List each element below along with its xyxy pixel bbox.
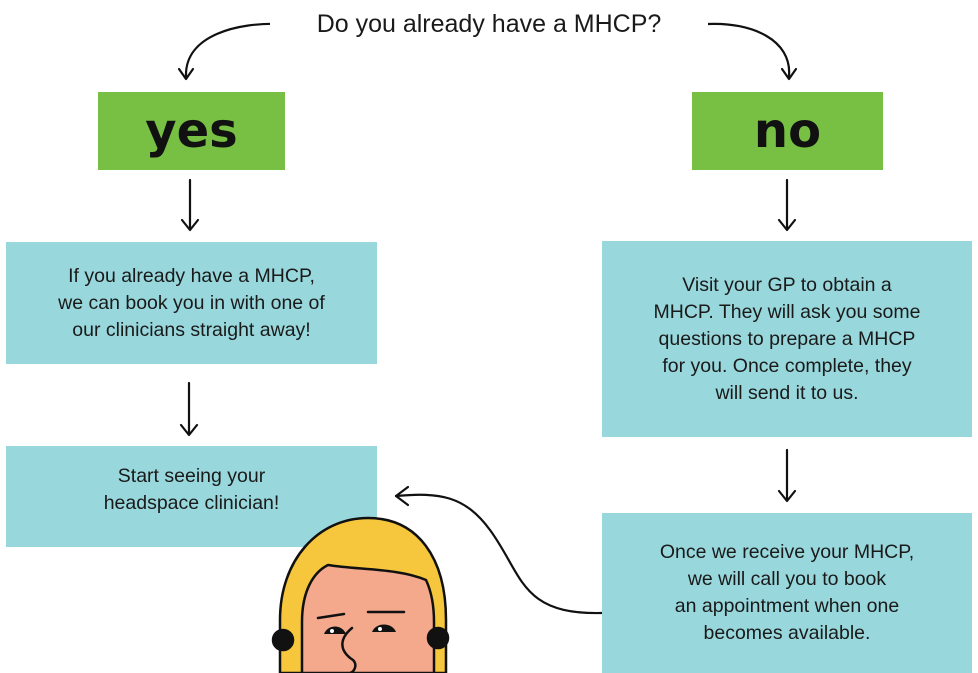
- left-ear: [271, 628, 295, 652]
- answer-yes-box: yes: [98, 92, 285, 170]
- question-label: Do you already have a MHCP?: [270, 6, 708, 42]
- arrowhead-receive-to-start: [394, 485, 410, 507]
- face-skin: [300, 563, 436, 673]
- left-eye: [324, 626, 346, 634]
- text-line: an appointment when one: [674, 595, 900, 617]
- no-info-text: Visit your GP to obtain a MHCP. They wil…: [654, 272, 921, 407]
- answer-no-box: no: [692, 92, 883, 170]
- start-seeing-text: Start seeing your headspace clinician!: [104, 463, 280, 517]
- arrowhead-yes-to-info: [180, 218, 200, 232]
- no-info-box: Visit your GP to obtain a MHCP. They wil…: [602, 241, 972, 437]
- yes-info-text: If you already have a MHCP, we can book …: [58, 263, 325, 344]
- arrow-question-to-no: [706, 22, 791, 78]
- text-line: MHCP. They will ask you some: [653, 300, 921, 323]
- text-line: we will call you to book: [687, 568, 887, 590]
- text-line: Start seeing your: [117, 465, 266, 487]
- text-line: for you. Once complete, they: [662, 354, 912, 377]
- start-seeing-box: Start seeing your headspace clinician!: [6, 446, 377, 547]
- right-eye: [372, 624, 396, 632]
- text-line: headspace clinician!: [103, 492, 280, 514]
- text-line: Once we receive your MHCP,: [659, 541, 915, 563]
- arrowhead-yes-info-to-start: [179, 423, 199, 437]
- left-brow: [316, 612, 346, 620]
- receive-mhcp-box: Once we receive your MHCP, we will call …: [602, 513, 972, 673]
- yes-info-box: If you already have a MHCP, we can book …: [6, 242, 377, 364]
- person-face-illustration: [271, 516, 450, 673]
- text-line: our clinicians straight away!: [72, 318, 311, 341]
- text-line: questions to prepare a MHCP: [658, 327, 916, 350]
- arrowhead-question-to-yes: [177, 67, 195, 81]
- arrowhead-no-info-to-receive: [777, 489, 797, 503]
- text-line: becomes available.: [703, 622, 871, 644]
- arrowhead-question-to-no: [780, 67, 798, 81]
- text-line: we can book you in with one of: [58, 291, 325, 314]
- receive-mhcp-text: Once we receive your MHCP, we will call …: [660, 539, 914, 647]
- text-line: If you already have a MHCP,: [68, 264, 315, 287]
- right-eye-highlight: [378, 627, 382, 631]
- nose: [341, 626, 357, 673]
- arrowhead-no-to-info: [777, 218, 797, 232]
- arrow-question-to-yes: [184, 22, 284, 78]
- right-ear: [426, 626, 450, 650]
- text-line: will send it to us.: [715, 381, 859, 404]
- text-line: Visit your GP to obtain a: [682, 273, 892, 296]
- left-eye-highlight: [330, 629, 334, 633]
